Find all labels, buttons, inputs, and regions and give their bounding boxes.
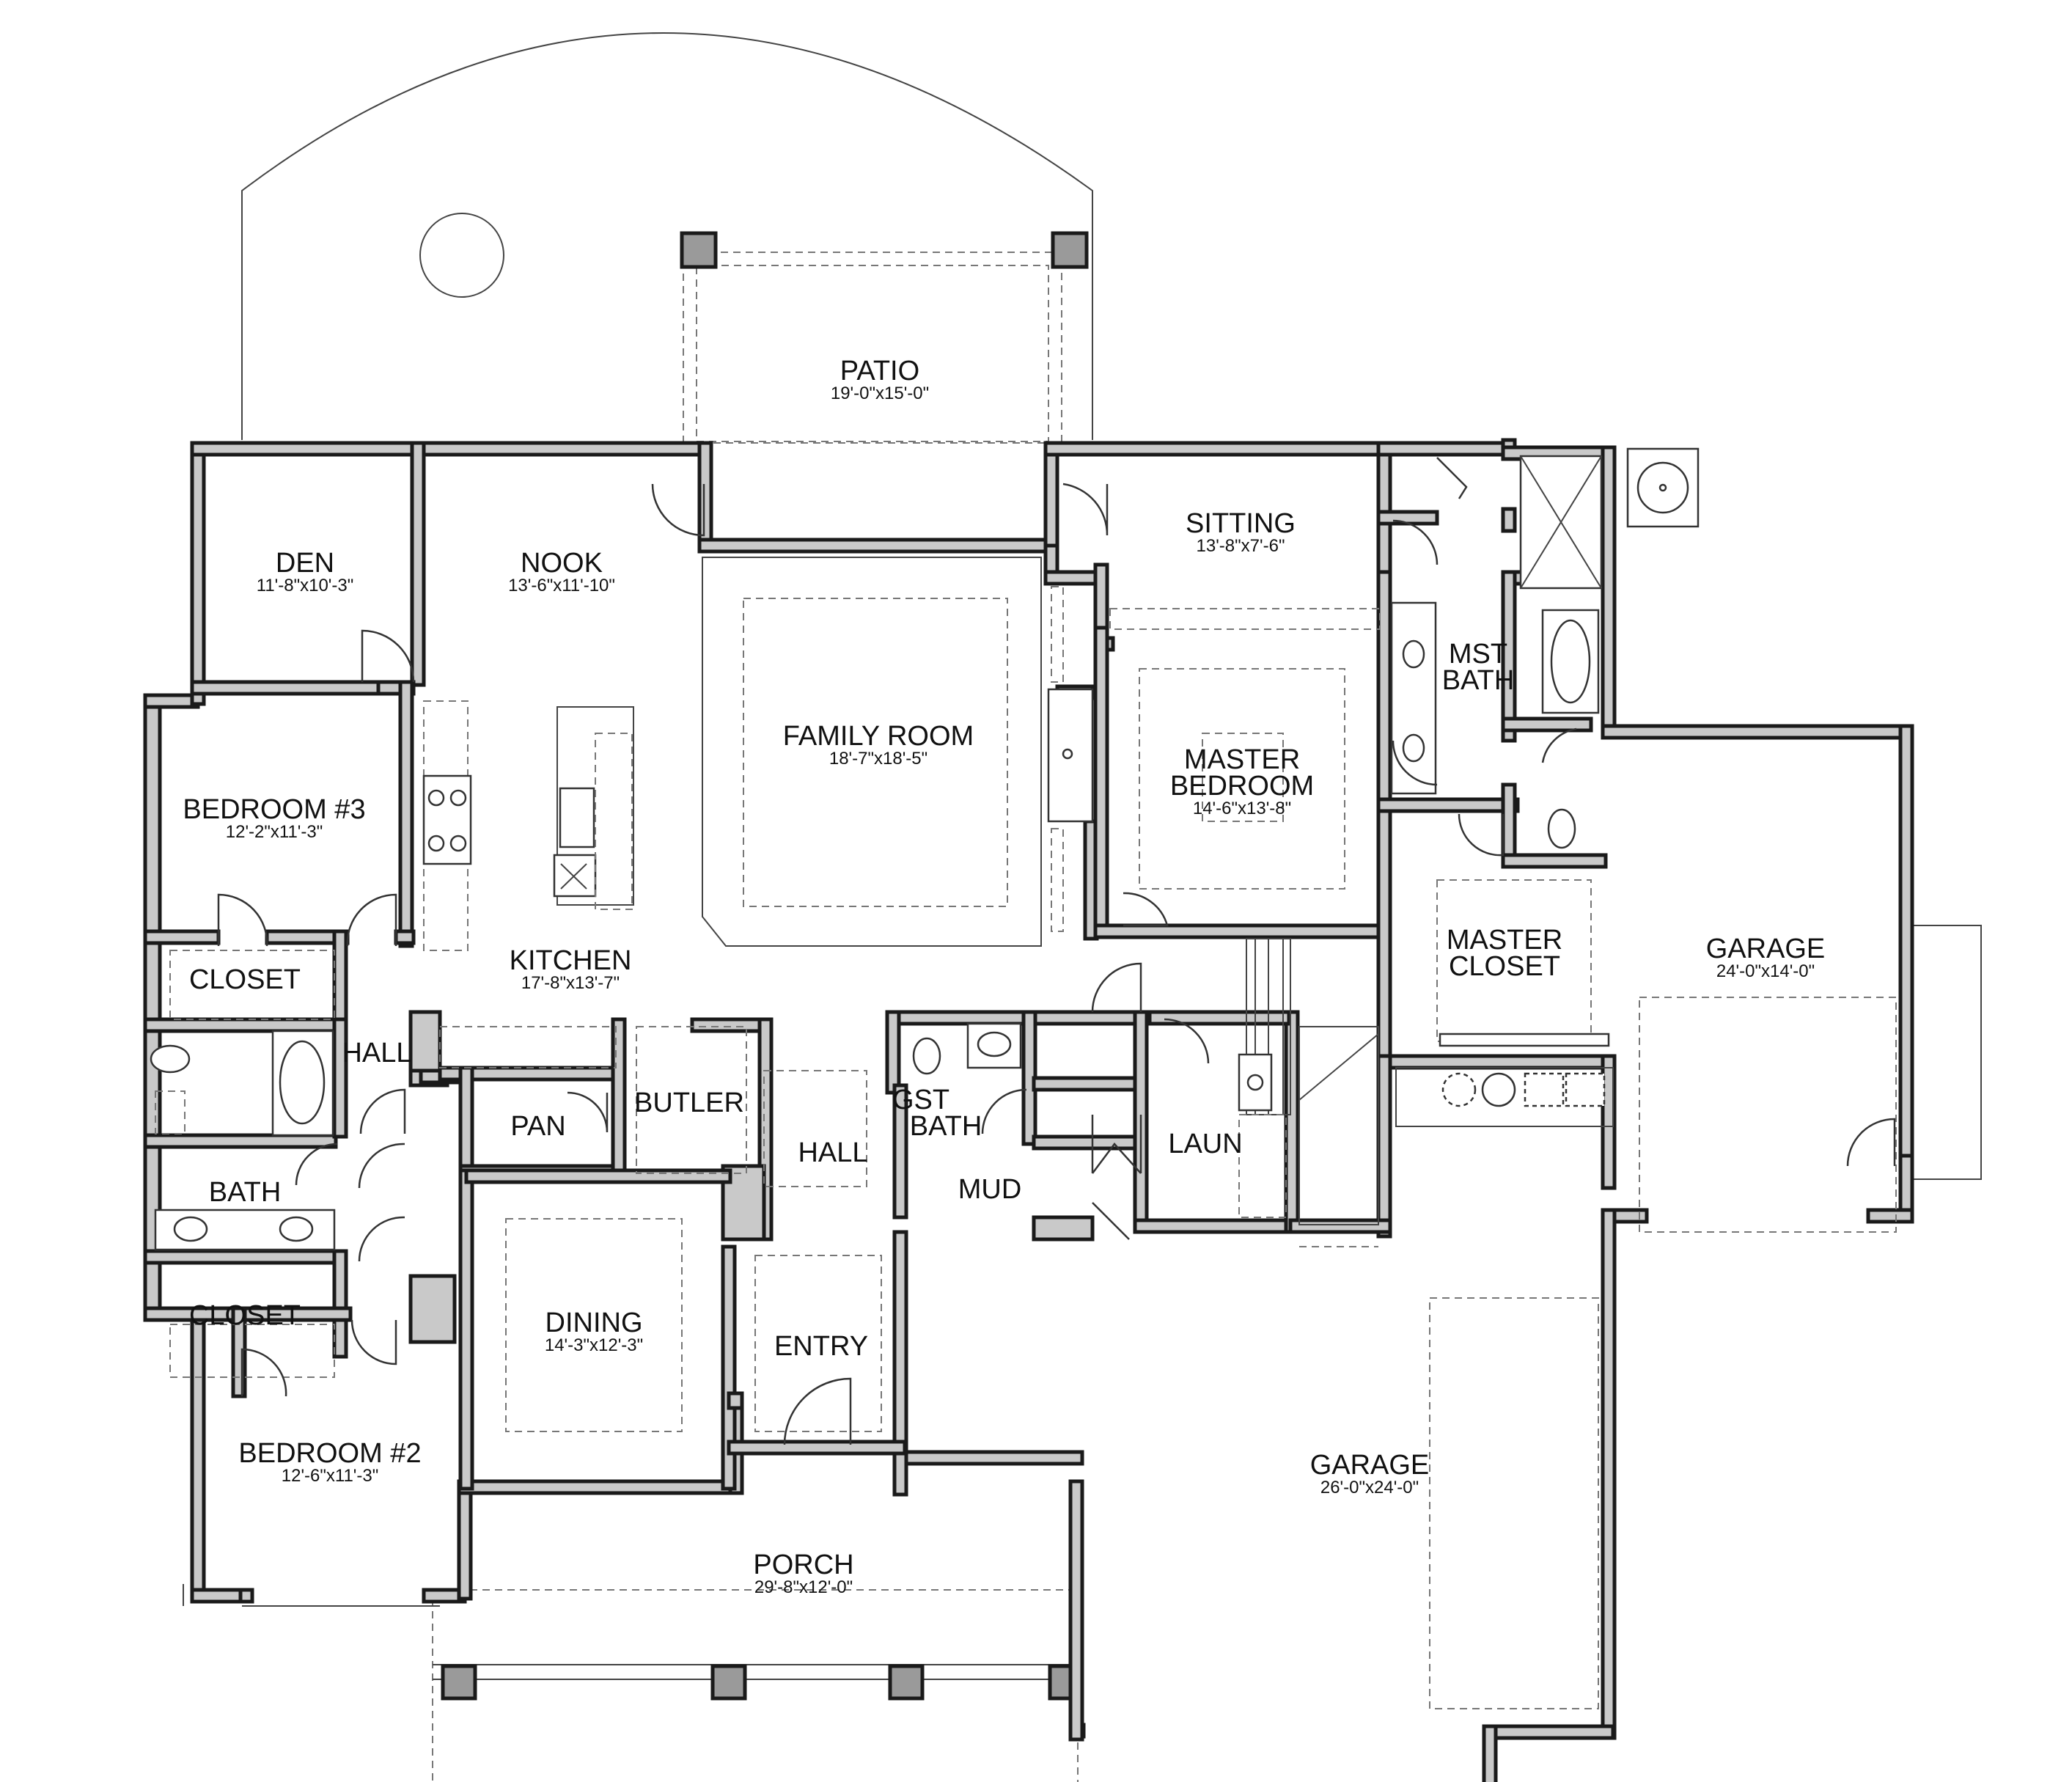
- room-name-porch: PORCH: [753, 1550, 853, 1580]
- room-dims-porch: 29'-8"x12'-0": [754, 1577, 853, 1597]
- room-name-mud: MUD: [958, 1174, 1022, 1205]
- room-name-dining: DINING: [545, 1308, 643, 1338]
- room-name-master-closet-1: MASTER: [1447, 925, 1562, 956]
- patio-post: [680, 231, 718, 269]
- toilet: [1547, 808, 1576, 849]
- room-dims-kitchen: 17'-8"x13'-7": [521, 973, 620, 993]
- room-name-hall-left: HALL: [342, 1038, 411, 1068]
- room-dims-sitting: 13'-8"x7'-6": [1197, 536, 1285, 556]
- porch-structure: [432, 1589, 1084, 1782]
- room-dims-bedroom3: 12'-2"x11'-3": [226, 822, 323, 842]
- porch-post: [441, 1664, 477, 1701]
- porch-post: [888, 1664, 925, 1701]
- room-name-patio: PATIO: [840, 356, 919, 386]
- room-name-pan: PAN: [510, 1111, 565, 1142]
- room-name-bedroom3: BEDROOM #3: [183, 794, 365, 825]
- room-name-bedroom2: BEDROOM #2: [238, 1438, 421, 1469]
- hot-tub: [1626, 447, 1700, 528]
- gst-bath-fixtures: [912, 1022, 1022, 1075]
- room-labels: PATIO 19'-0"x15'-0" DEN 11'-8"x10'-3" NO…: [183, 356, 1825, 1597]
- room-name-kitchen: KITCHEN: [510, 945, 632, 976]
- master-closet-bottom-fixtures: [1395, 1067, 1614, 1127]
- room-outlines-dashed: [169, 950, 1897, 1709]
- room-name-closet-lower: CLOSET: [189, 1300, 301, 1331]
- room-dims-garage-small: 24'-0"x14'-0": [1716, 961, 1815, 981]
- room-name-family-room: FAMILY ROOM: [783, 721, 974, 752]
- interior-walls: [143, 441, 1617, 1491]
- room-name-bath: BATH: [209, 1177, 282, 1208]
- kitchen-fixtures: [422, 700, 634, 1068]
- room-dims-master-bedroom: 14'-6"x13'-8": [1193, 799, 1291, 818]
- master-suite-details: [1109, 455, 1610, 1047]
- room-name-den: DEN: [276, 548, 334, 579]
- patio-post: [1051, 231, 1089, 269]
- room-name-master-closet-2: CLOSET: [1449, 951, 1560, 982]
- room-name-garage-large: GARAGE: [1310, 1450, 1430, 1481]
- vanity: [1390, 601, 1437, 795]
- room-name-master-bedroom-1: MASTER: [1184, 744, 1300, 775]
- room-name-garage-small: GARAGE: [1706, 934, 1826, 964]
- porch-post: [710, 1664, 747, 1701]
- room-name-closet-upper: CLOSET: [189, 964, 301, 995]
- hall-bath-fixtures: [150, 1030, 336, 1251]
- room-name-butler: BUTLER: [634, 1088, 744, 1118]
- room-dims-patio: 19'-0"x15'-0": [831, 384, 929, 403]
- room-name-sitting: SITTING: [1186, 508, 1296, 539]
- room-name-mst-bath-2: BATH: [1442, 665, 1515, 696]
- room-dims-family-room: 18'-7"x18'-5": [829, 749, 927, 769]
- toilet: [150, 1044, 191, 1074]
- room-name-nook: NOOK: [521, 548, 603, 579]
- laundry-fixtures: [1238, 1053, 1287, 1218]
- fire-pit: [419, 213, 504, 298]
- room-name-master-bedroom-2: BEDROOM: [1170, 771, 1314, 802]
- room-name-hall-center: HALL: [798, 1137, 867, 1168]
- room-dims-nook: 13'-6"x11'-10": [508, 576, 615, 595]
- sink: [559, 787, 595, 848]
- room-dims-bedroom2: 12'-6"x11'-3": [282, 1466, 379, 1486]
- room-dims-den: 11'-8"x10'-3": [257, 576, 354, 595]
- doors: [217, 457, 1896, 1445]
- range: [422, 774, 472, 865]
- family-room-details: [702, 557, 1094, 947]
- patio-structure: [680, 231, 1089, 444]
- room-name-gst-bath-2: BATH: [910, 1111, 982, 1142]
- room-name-laun: LAUN: [1168, 1129, 1242, 1159]
- room-name-entry: ENTRY: [774, 1331, 868, 1362]
- toilet: [912, 1037, 941, 1075]
- room-name-gst-bath-1: GST: [892, 1085, 949, 1115]
- room-name-mst-bath-1: MST: [1449, 639, 1507, 670]
- room-dims-garage-large: 26'-0"x24'-0": [1320, 1478, 1419, 1497]
- room-dims-dining: 14'-3"x12'-3": [545, 1335, 643, 1355]
- exterior-walls: [143, 438, 1914, 1782]
- rear-yard-outline: [241, 32, 1093, 440]
